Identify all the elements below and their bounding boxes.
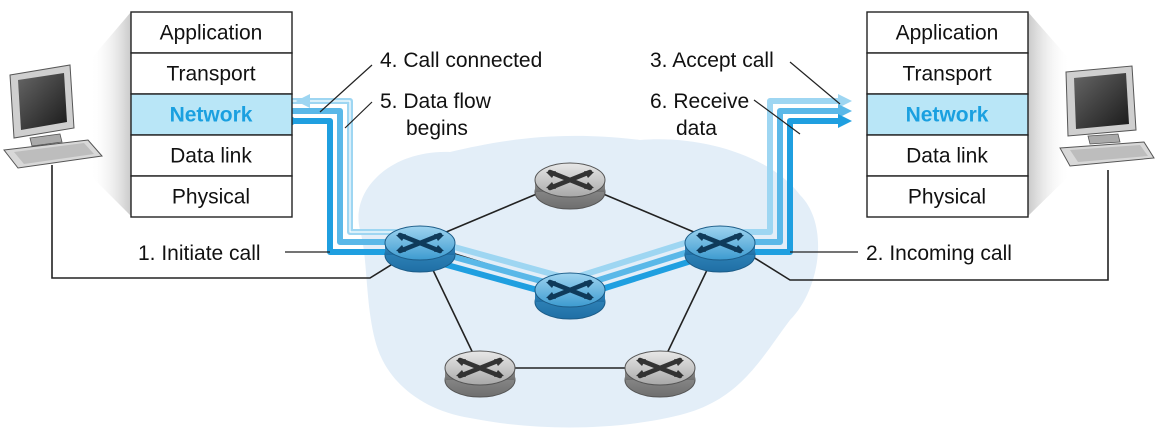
- right-layer-physical: Physical: [908, 186, 986, 209]
- annotation-incoming-call: 2. Incoming call: [866, 242, 1012, 265]
- annotation-leaders: [285, 61, 858, 253]
- arrow-right-head-2: [838, 104, 852, 118]
- arrow-right-head-3: [838, 114, 852, 128]
- annotation-data-flow: 5. Data flow: [380, 90, 492, 113]
- right-layer-application: Application: [896, 22, 999, 45]
- annotation-initiate-call: 1. Initiate call: [138, 242, 261, 265]
- left-layer-application: Application: [160, 22, 263, 45]
- right-layer-transport: Transport: [902, 63, 991, 86]
- router-bottom-left: [445, 351, 515, 397]
- right-protocol-stack: Application Transport Network Data link …: [866, 11, 1029, 218]
- left-layer-physical: Physical: [172, 186, 250, 209]
- router-right: [685, 226, 755, 272]
- right-computer-icon: [1059, 65, 1155, 167]
- annotation-receive-data: data: [676, 117, 717, 140]
- annotation-receive: 6. Receive: [650, 90, 749, 113]
- left-layer-network: Network: [170, 104, 253, 127]
- right-host-link: [744, 170, 1109, 281]
- router-bottom-right: [625, 351, 695, 397]
- arrow-left-head: [296, 94, 310, 108]
- left-stack-shadow: [90, 12, 131, 216]
- annotation-data-flow-begins: begins: [406, 117, 468, 140]
- right-layer-datalink: Data link: [906, 145, 988, 168]
- left-layer-transport: Transport: [166, 63, 255, 86]
- left-layer-datalink: Data link: [170, 145, 252, 168]
- annotation-accept-call: 3. Accept call: [650, 49, 774, 72]
- router-left: [385, 226, 455, 272]
- left-protocol-stack: Application Transport Network Data link …: [130, 11, 293, 218]
- router-middle: [535, 273, 605, 319]
- left-computer-icon: [3, 64, 103, 169]
- arrow-right-head-1: [838, 94, 852, 108]
- right-stack-shadow: [1028, 12, 1070, 216]
- annotation-call-connected: 4. Call connected: [380, 49, 542, 72]
- right-layer-network: Network: [906, 104, 989, 127]
- router-top: [535, 163, 605, 209]
